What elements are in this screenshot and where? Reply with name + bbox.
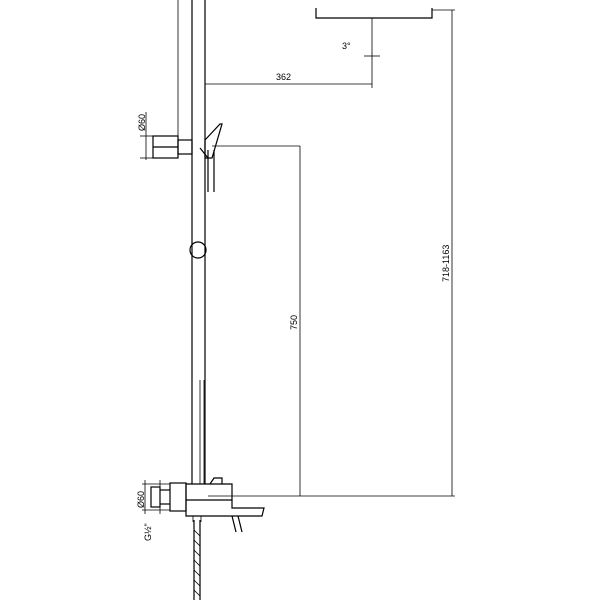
upper-diameter-label: Ø60 bbox=[137, 114, 147, 131]
arm-length-label: 362 bbox=[276, 72, 291, 82]
slide-bar-knob bbox=[189, 241, 207, 259]
angle-label: 3° bbox=[342, 41, 351, 51]
hand-shower bbox=[199, 123, 223, 192]
thread-label: G½" bbox=[143, 523, 153, 541]
arm-length-dimension: 362 bbox=[205, 56, 373, 88]
hand-shower-height-dimension: 750 bbox=[212, 145, 301, 496]
total-height-dimension: 718-1163 bbox=[432, 9, 455, 496]
lower-wall-connection: Ø60 G½" bbox=[136, 480, 187, 541]
upper-wall-bracket: Ø60 bbox=[137, 112, 193, 160]
overhead-shower-head: 3° bbox=[315, 8, 433, 57]
shower-hose bbox=[193, 380, 205, 600]
lower-diameter-label: Ø60 bbox=[136, 491, 146, 508]
riser-pipe bbox=[177, 0, 206, 484]
hand-shower-height-label: 750 bbox=[289, 315, 299, 330]
bath-mixer bbox=[185, 477, 265, 533]
total-height-label: 718-1163 bbox=[441, 245, 451, 282]
